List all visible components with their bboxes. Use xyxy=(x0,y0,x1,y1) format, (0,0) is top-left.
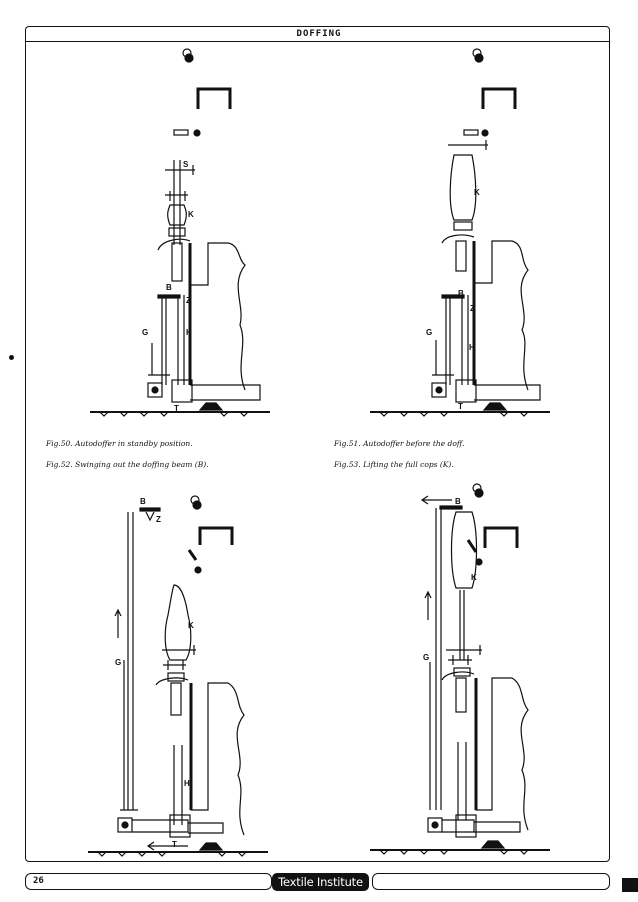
label-G: G xyxy=(426,328,432,337)
label-H: H xyxy=(469,343,475,352)
page-title: DOFFING xyxy=(296,29,342,39)
label-K: K xyxy=(471,573,477,582)
label-T: T xyxy=(174,404,179,413)
label-G: G xyxy=(142,328,148,337)
caption-fig-53: Fig.53. Lifting the full cops (K). xyxy=(334,460,454,469)
label-Z: Z xyxy=(156,515,161,524)
label-T: T xyxy=(172,840,177,849)
figure-51: K B Z G H T xyxy=(370,48,550,417)
figure-52: B Z K G H T xyxy=(88,495,268,857)
label-H: H xyxy=(186,328,192,337)
figure-50: S K B Z G H T xyxy=(90,48,270,417)
label-T: T xyxy=(458,402,463,411)
label-K: K xyxy=(474,188,480,197)
label-Z: Z xyxy=(470,304,475,313)
footer-left-box xyxy=(25,873,272,890)
label-K: K xyxy=(188,210,194,219)
footer-right-box xyxy=(372,873,610,890)
label-S: S xyxy=(183,160,189,169)
label-K: K xyxy=(188,621,194,630)
label-G: G xyxy=(423,653,429,662)
page-number: 26 xyxy=(33,876,44,886)
figure-53: B K G xyxy=(370,483,550,855)
label-H: H xyxy=(184,779,190,788)
label-B: B xyxy=(455,497,461,506)
caption-fig-50: Fig.50. Autodoffer in standby position. xyxy=(46,439,193,448)
margin-mark xyxy=(9,355,14,360)
label-B: B xyxy=(458,289,464,298)
label-Z: Z xyxy=(186,296,191,305)
header-divider xyxy=(25,41,610,42)
label-B: B xyxy=(140,497,146,506)
label-G: G xyxy=(115,658,121,667)
caption-fig-52: Fig.52. Swinging out the doffing beam (B… xyxy=(46,460,209,469)
page-frame xyxy=(25,26,610,862)
caption-fig-51: Fig.51. Autodoffer before the doff. xyxy=(334,439,465,448)
corner-tab-mark xyxy=(622,878,638,892)
publisher-logo: Textile Institute xyxy=(272,873,369,891)
label-B: B xyxy=(166,283,172,292)
